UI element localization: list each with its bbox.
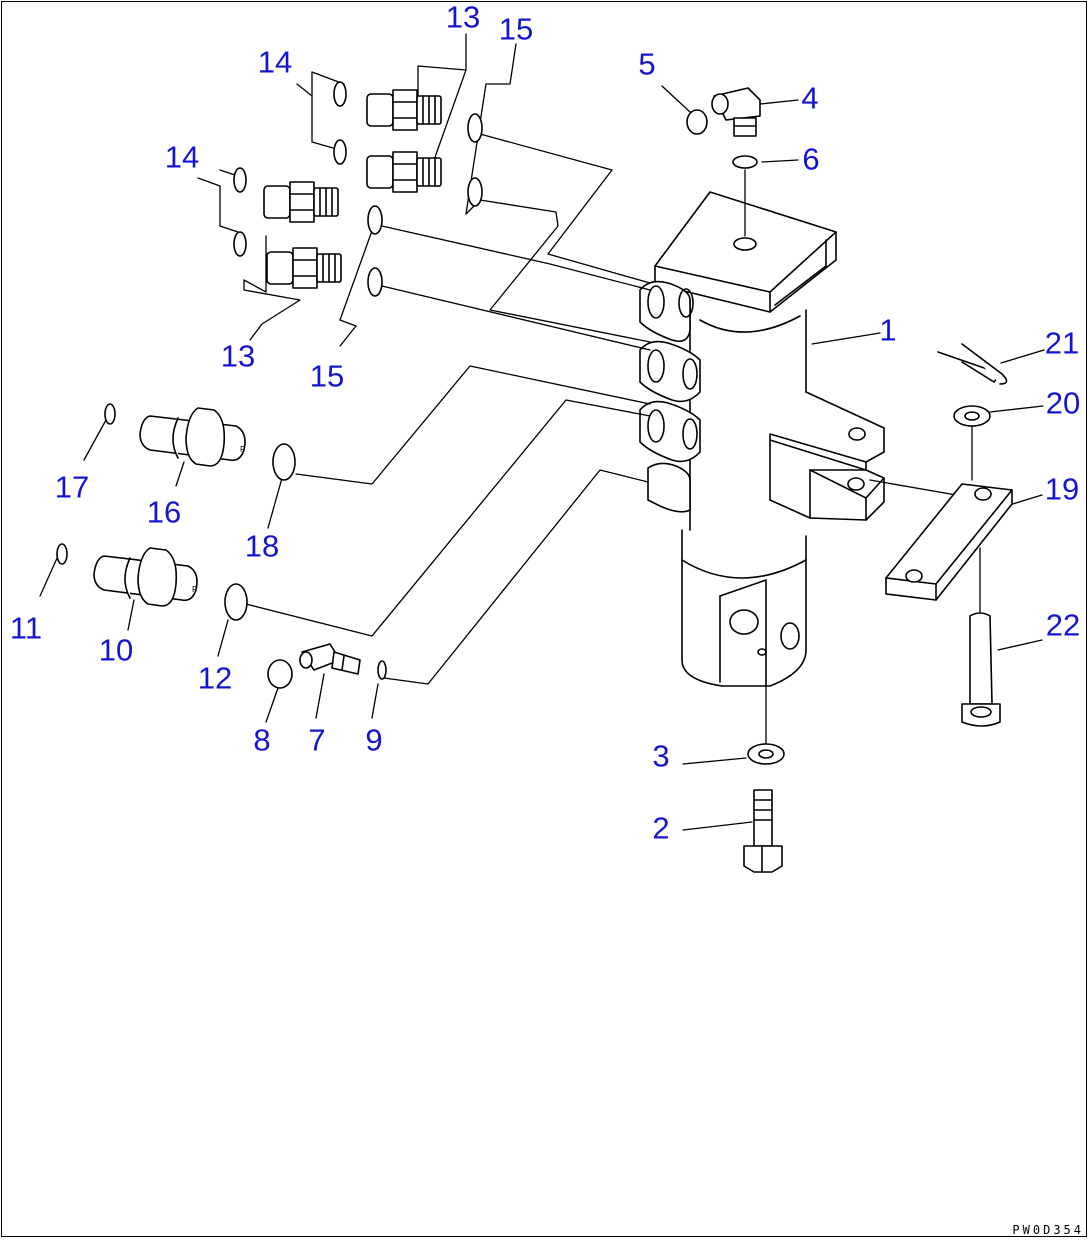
callout-20: 20 bbox=[1045, 385, 1081, 421]
drawing-code: PW0D354 bbox=[1012, 1223, 1084, 1237]
callout-18: 18 bbox=[244, 528, 280, 564]
callout-17: 17 bbox=[54, 469, 90, 505]
o-ring-part-11 bbox=[56, 543, 68, 565]
callout-4: 4 bbox=[801, 80, 819, 116]
callout-12: 12 bbox=[197, 660, 233, 696]
callout-8: 8 bbox=[253, 722, 271, 758]
callout-14-top: 14 bbox=[257, 44, 293, 80]
callout-2: 2 bbox=[652, 810, 670, 846]
callout-13-top: 13 bbox=[445, 0, 481, 35]
plate-part-19 bbox=[885, 483, 1013, 601]
o-ring-part-5 bbox=[686, 109, 708, 135]
o-ring-part-17 bbox=[104, 403, 116, 425]
o-ring-part-14 bbox=[233, 231, 247, 257]
callout-22: 22 bbox=[1045, 607, 1081, 643]
callout-21: 21 bbox=[1044, 325, 1080, 361]
grease-fitting-part-7 bbox=[299, 643, 361, 675]
pin-part-16: P bbox=[139, 407, 246, 467]
callout-14-left: 14 bbox=[164, 139, 200, 175]
o-ring-part-9 bbox=[377, 660, 387, 680]
o-ring-part-18 bbox=[272, 443, 296, 481]
elbow-fitting-part-4 bbox=[711, 87, 761, 137]
o-ring-part-14 bbox=[333, 139, 347, 165]
callout-15-top: 15 bbox=[498, 11, 534, 47]
o-ring-part-14 bbox=[333, 81, 347, 107]
o-ring-part-15 bbox=[467, 113, 483, 143]
o-ring-part-15 bbox=[367, 267, 383, 297]
plug-part-8 bbox=[267, 659, 293, 689]
o-ring-part-14 bbox=[233, 167, 247, 193]
callout-10: 10 bbox=[98, 632, 134, 668]
callout-3: 3 bbox=[652, 738, 670, 774]
callout-19: 19 bbox=[1044, 471, 1080, 507]
callout-6: 6 bbox=[802, 141, 820, 177]
o-rings bbox=[56, 81, 991, 765]
svg-text:P: P bbox=[192, 585, 197, 594]
svg-text:P: P bbox=[240, 445, 245, 454]
callout-7: 7 bbox=[308, 722, 326, 758]
swivel-body-part-1 bbox=[639, 191, 885, 687]
pin-part-10: P bbox=[93, 547, 198, 607]
callout-9: 9 bbox=[365, 722, 383, 758]
callout-15-lower: 15 bbox=[309, 358, 345, 394]
cotter-pin-part-21 bbox=[937, 343, 1008, 385]
callout-11: 11 bbox=[9, 610, 43, 646]
bolt-part-2 bbox=[743, 789, 783, 873]
callout-16: 16 bbox=[146, 494, 182, 530]
o-ring-part-15 bbox=[367, 205, 383, 235]
fittings-part-13 bbox=[263, 89, 442, 289]
o-ring-part-12 bbox=[224, 583, 248, 621]
callout-13-lower: 13 bbox=[220, 338, 256, 374]
leader-lines bbox=[39, 33, 1045, 831]
o-ring-part-15 bbox=[467, 177, 483, 207]
bolt-part-22 bbox=[961, 612, 1001, 727]
o-ring-part-6 bbox=[732, 155, 758, 169]
callout-5: 5 bbox=[638, 46, 656, 82]
callout-1: 1 bbox=[879, 312, 897, 348]
